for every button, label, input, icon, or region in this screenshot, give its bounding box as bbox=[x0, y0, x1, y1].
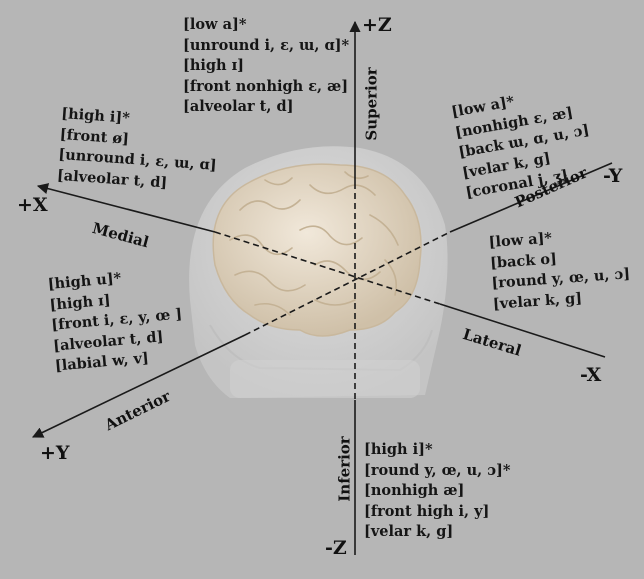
feature-line: [nonhigh æ] bbox=[364, 482, 465, 499]
axis-label-plus-x: +X bbox=[17, 194, 48, 216]
feature-line: [round y, œ, u, ɔ]* bbox=[364, 461, 511, 479]
direction-label-superior: Superior bbox=[362, 67, 381, 141]
feature-group-lateral: [low a]* [back o] [round y, œ, u, ɔ] [ve… bbox=[488, 223, 632, 314]
axis-label-minus-y: -Y bbox=[603, 165, 623, 187]
feature-group-medial: [high i]* [front ø] [unround i, ε, ɯ, ɑ]… bbox=[56, 104, 220, 197]
feature-line: [low a]* bbox=[183, 16, 247, 33]
brain-image bbox=[212, 163, 422, 337]
feature-group-anterior: [high u]* [high ɪ] [front i, ε, y, œ ] [… bbox=[47, 264, 187, 378]
feature-line: [unround i, ε, ɯ, ɑ]* bbox=[183, 36, 350, 54]
feature-line: [velar k, g] bbox=[364, 523, 454, 540]
feature-line: [high i]* bbox=[364, 441, 433, 458]
feature-line: [high ɪ] bbox=[183, 57, 245, 74]
feature-line: [front nonhigh ε, æ] bbox=[183, 77, 349, 95]
axis-label-plus-z: +Z bbox=[362, 14, 392, 36]
feature-group-superior: [low a]* [unround i, ε, ɯ, ɑ]* [high ɪ] … bbox=[183, 15, 349, 118]
feature-group-inferior: [high i]* [round y, œ, u, ɔ]* [nonhigh æ… bbox=[364, 440, 511, 543]
feature-line: [alveolar t, d] bbox=[183, 98, 294, 115]
axes-lines bbox=[31, 20, 613, 555]
axis-label-plus-y: +Y bbox=[40, 442, 70, 464]
axis-label-minus-z: -Z bbox=[325, 537, 347, 559]
feature-line: [front high i, y] bbox=[364, 502, 490, 520]
direction-label-inferior: Inferior bbox=[335, 436, 354, 502]
axis-label-minus-x: -X bbox=[580, 364, 602, 386]
